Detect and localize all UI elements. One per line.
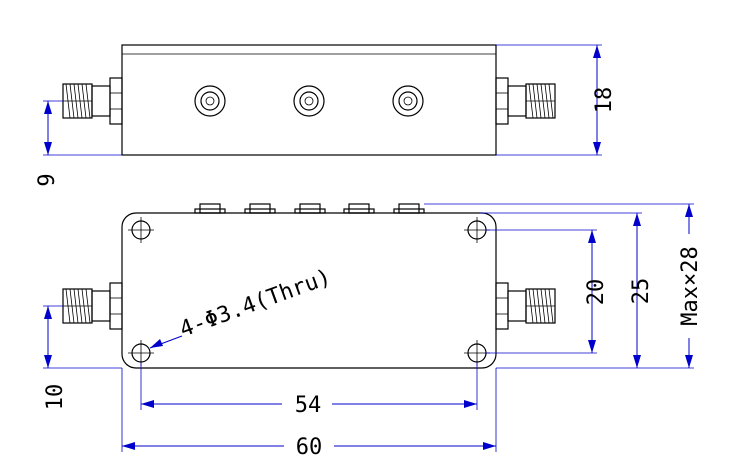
tuning-screw-1 (194, 85, 226, 117)
dim-60: 60 (121, 368, 497, 460)
tuning-nuts (194, 203, 425, 214)
side-view-body (121, 44, 497, 156)
left-sma-connector (62, 77, 123, 125)
dim-54: 54 (140, 362, 478, 418)
dim-max-28-label-bg (678, 234, 700, 338)
dim-max-28-label: Max×28 (678, 246, 703, 325)
dim-10-label: 10 (43, 384, 68, 411)
dim-54-label: 54 (295, 393, 322, 418)
dim-25: 25 (480, 212, 654, 369)
hole-note: 4-Φ3.4(Thru) (177, 265, 335, 343)
dim-18-label: 18 (592, 87, 617, 114)
dim-20-label: 20 (584, 279, 609, 306)
dim-10: 10 (43, 305, 122, 411)
right-sma-connector-top (495, 282, 556, 330)
dim-20: 20 (486, 229, 609, 354)
dim-25-label: 25 (629, 278, 654, 305)
dim-9: 9 (35, 100, 122, 187)
dim-9-label: 9 (35, 173, 60, 186)
right-sma-connector (495, 77, 556, 125)
dim-60-label: 60 (296, 435, 323, 460)
dim-18: 18 (496, 44, 617, 156)
dim-54-label-bg (282, 392, 332, 416)
hole-callout: 4-Φ3.4(Thru) (149, 265, 335, 349)
tuning-screw-3 (392, 85, 424, 117)
top-view: 4-Φ3.4(Thru) 20 25 Max (43, 203, 703, 460)
mounting-hole-top-right (464, 217, 490, 243)
dim-60-label-bg (284, 434, 334, 458)
tuning-screw-2 (293, 85, 325, 117)
side-view: 18 9 (35, 44, 617, 187)
left-sma-connector-top (62, 282, 123, 330)
mounting-hole-top-left (128, 217, 154, 243)
dim-max-28: Max×28 (424, 203, 703, 369)
